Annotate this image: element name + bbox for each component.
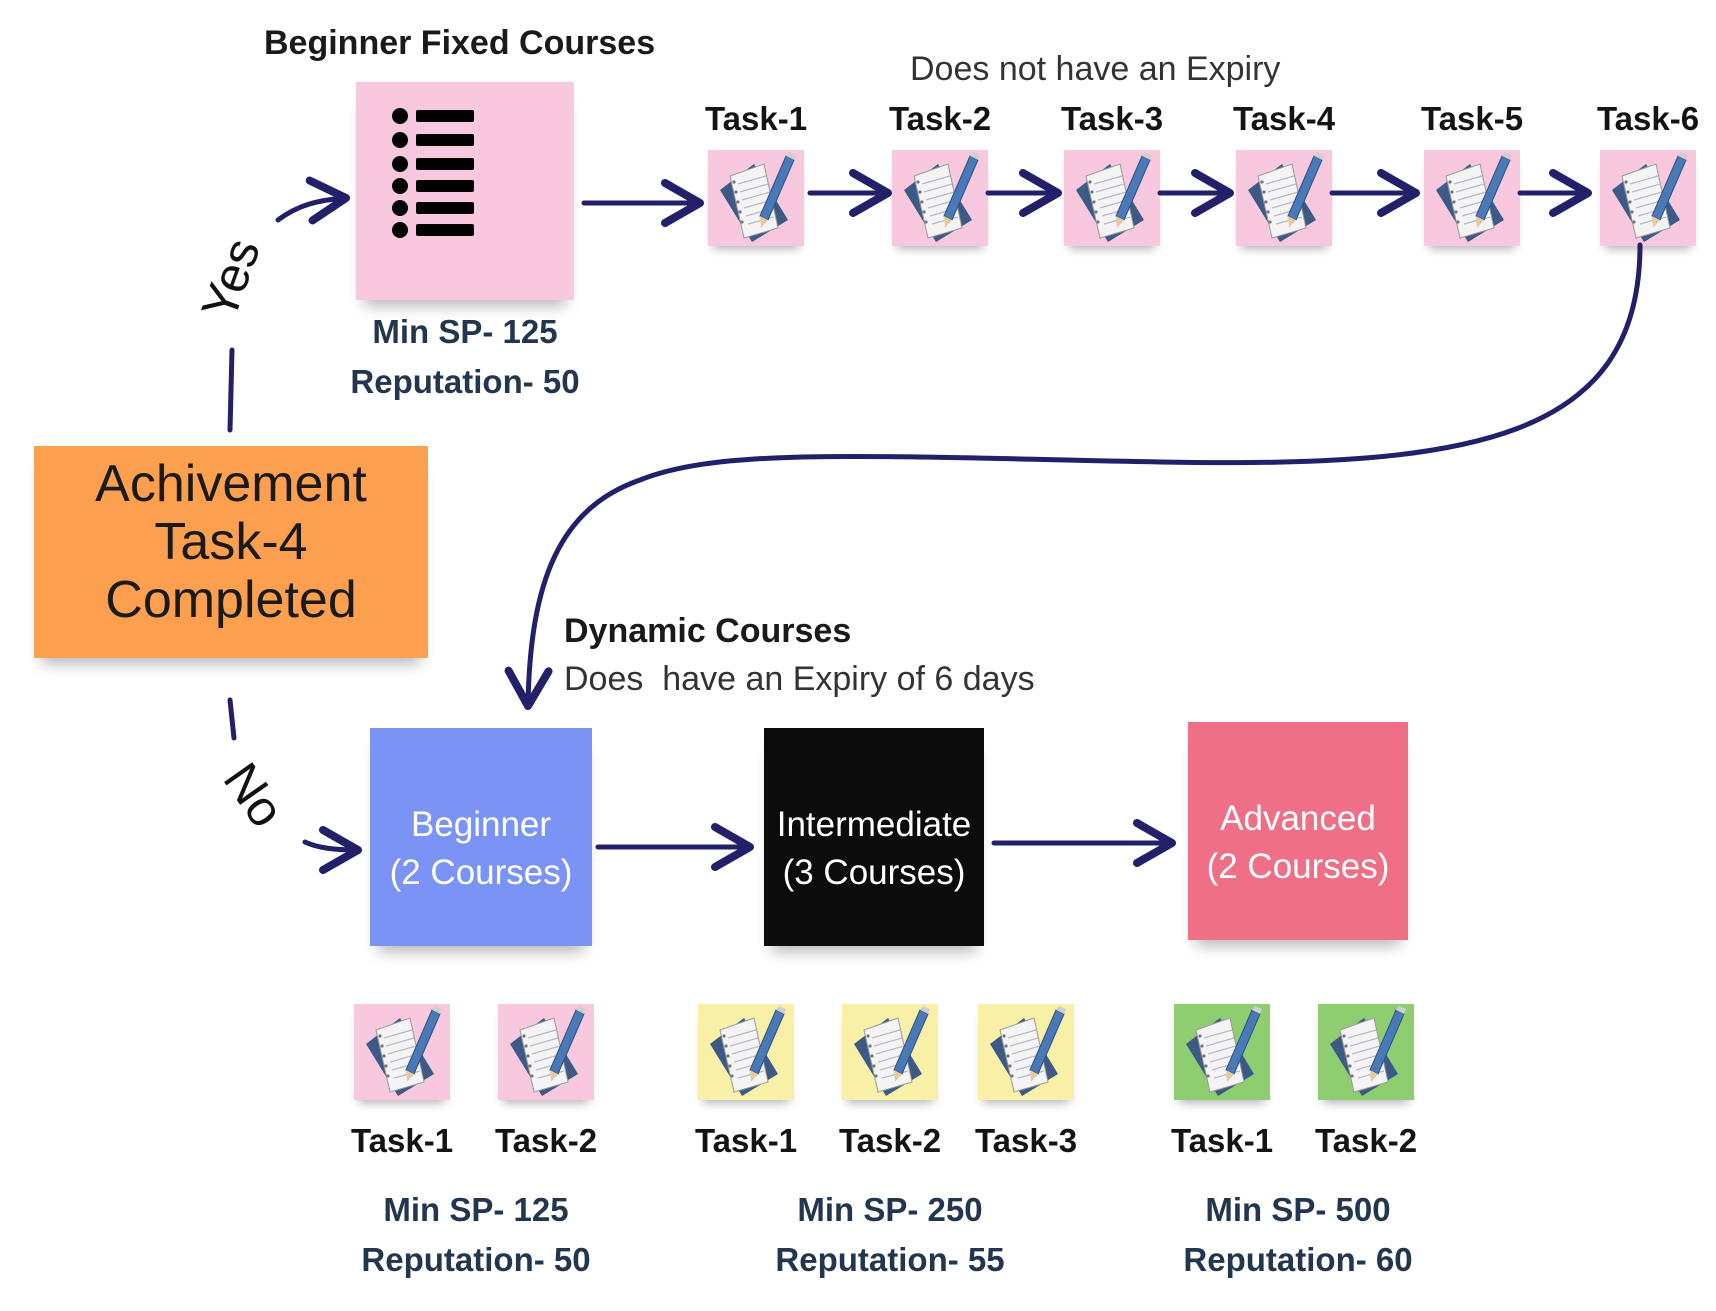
- advanced-task-label: Task-1: [1170, 1122, 1274, 1159]
- achievement-line-3: Completed: [105, 571, 357, 629]
- document-pencil-icon: [1248, 152, 1324, 242]
- fixed-task-label: Task-2: [888, 100, 992, 137]
- intermediate-task-label: Task-2: [838, 1122, 942, 1159]
- intermediate-title: Intermediate: [776, 805, 972, 844]
- document-pencil-icon: [1186, 1006, 1262, 1096]
- intermediate-task-label: Task-3: [974, 1122, 1078, 1159]
- document-pencil-icon: [990, 1006, 1066, 1096]
- fixed-task-tile: [1064, 150, 1160, 246]
- fixed-task-tile: [1600, 150, 1696, 246]
- no-connector-arrow-head: [302, 825, 362, 874]
- beginner-reputation: Reputation- 50: [361, 1241, 591, 1278]
- advanced-min-sp: Min SP- 500: [1205, 1191, 1391, 1228]
- advanced-task-tile: [1318, 1004, 1414, 1100]
- intermediate-reputation: Reputation- 55: [775, 1241, 1005, 1278]
- intermediate-task-tile: [978, 1004, 1074, 1100]
- advanced-task-tile: [1174, 1004, 1270, 1100]
- beginner-level-card: Beginner (2 Courses): [370, 728, 592, 946]
- fixed-task-tile: [1236, 150, 1332, 246]
- list-icon: [386, 106, 476, 243]
- beginner-title: Beginner: [410, 805, 552, 844]
- fixed-task-label: Task-6: [1596, 100, 1700, 137]
- no-connector-arrow: [227, 697, 237, 741]
- document-pencil-icon: [1076, 152, 1152, 242]
- fixed-courses-heading: Beginner Fixed Courses: [264, 24, 656, 62]
- document-pencil-icon: [366, 1006, 442, 1096]
- fixed-task-label: Task-5: [1420, 100, 1524, 137]
- document-pencil-icon: [510, 1006, 586, 1096]
- advanced-level-card: Advanced (2 Courses): [1188, 722, 1408, 940]
- fixed-expiry-note: Does not have an Expiry: [910, 50, 1281, 88]
- document-pencil-icon: [1612, 152, 1688, 242]
- intermediate-task-tile: [698, 1004, 794, 1100]
- fixed-reputation: Reputation- 50: [350, 363, 580, 400]
- dynamic-courses-heading: Dynamic Courses: [564, 612, 852, 650]
- beginner-task-label: Task-1: [350, 1122, 454, 1159]
- beginner-min-sp: Min SP- 125: [383, 1191, 569, 1228]
- fixed-task-label: Task-3: [1060, 100, 1164, 137]
- beginner-subtitle: (2 Courses): [389, 853, 573, 892]
- fixed-task-tile: [892, 150, 988, 246]
- document-pencil-icon: [1436, 152, 1512, 242]
- fixed-courses-card: [356, 82, 574, 300]
- beginner-task-tile: [354, 1004, 450, 1100]
- document-pencil-icon: [854, 1006, 930, 1096]
- advanced-reputation: Reputation- 60: [1183, 1241, 1413, 1278]
- intermediate-min-sp: Min SP- 250: [797, 1191, 983, 1228]
- intermediate-subtitle: (3 Courses): [782, 853, 966, 892]
- dynamic-expiry-note: Does have an Expiry of 6 days: [564, 660, 1035, 698]
- fixed-task-tile: [708, 150, 804, 246]
- document-pencil-icon: [1330, 1006, 1406, 1096]
- document-pencil-icon: [710, 1006, 786, 1096]
- yes-connector-arrow: [227, 347, 235, 433]
- fixed-task-tile: [1424, 150, 1520, 246]
- fixed-task-label: Task-4: [1232, 100, 1336, 137]
- yes-connector-arrow-head: [275, 176, 350, 225]
- fixed-task-label: Task-1: [704, 100, 808, 137]
- achievement-card: Achivement Task-4 Completed: [34, 446, 428, 658]
- advanced-task-label: Task-2: [1314, 1122, 1418, 1159]
- intermediate-level-card: Intermediate (3 Courses): [764, 728, 984, 946]
- achievement-line-1: Achivement: [95, 455, 367, 513]
- beginner-task-label: Task-2: [494, 1122, 598, 1159]
- intermediate-task-label: Task-1: [694, 1122, 798, 1159]
- fixed-min-sp: Min SP- 125: [372, 313, 558, 350]
- task6-to-dynamic-arrow: [504, 242, 1643, 710]
- achievement-line-2: Task-4: [154, 513, 308, 571]
- document-pencil-icon: [720, 152, 796, 242]
- beginner-task-tile: [498, 1004, 594, 1100]
- document-pencil-icon: [904, 152, 980, 242]
- advanced-title: Advanced: [1220, 799, 1376, 838]
- intermediate-task-tile: [842, 1004, 938, 1100]
- advanced-subtitle: (2 Courses): [1206, 847, 1390, 886]
